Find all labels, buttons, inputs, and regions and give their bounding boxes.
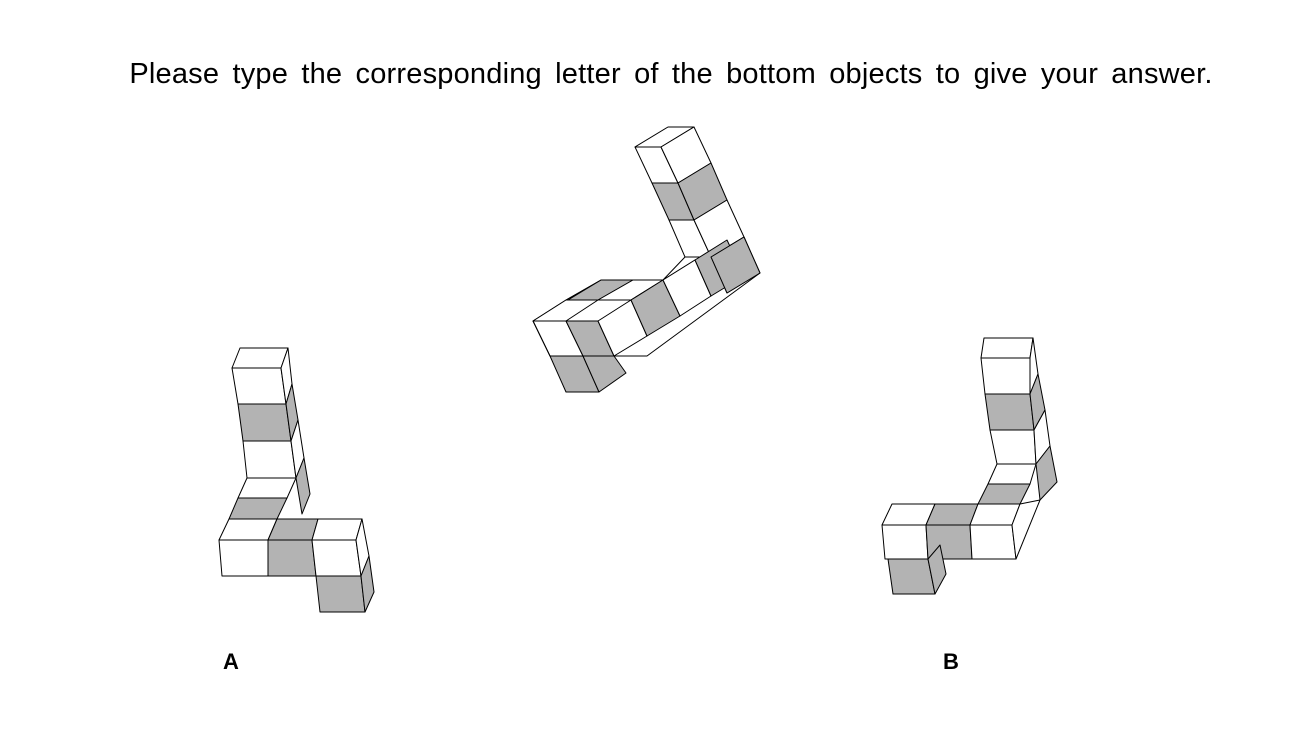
instruction-text: Please type the corresponding letter of … <box>129 58 1213 90</box>
option-a-label: A <box>223 649 239 674</box>
option-b-label: B <box>943 649 959 674</box>
